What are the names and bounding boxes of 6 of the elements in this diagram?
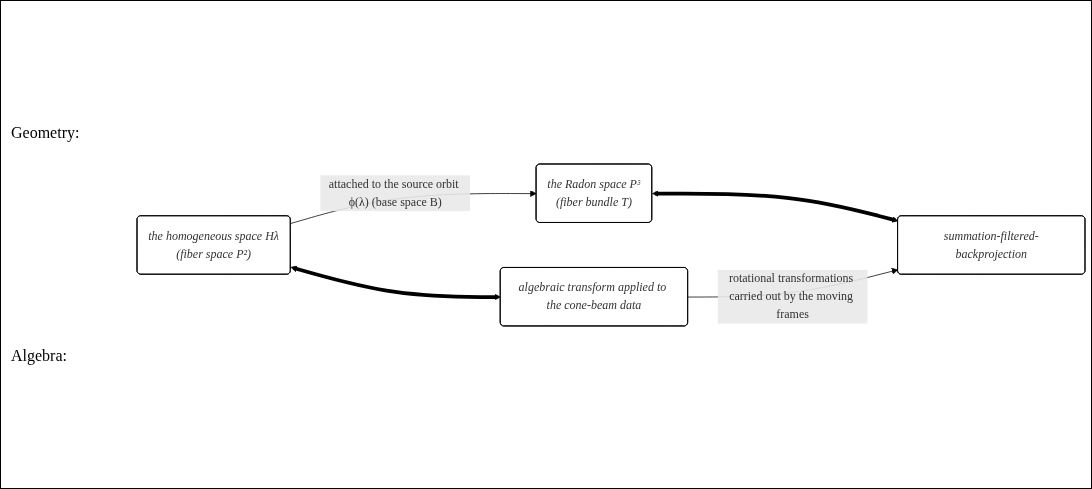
edge-label: rotational transformations carried out by the moving frames <box>728 271 854 321</box>
edge-label: attached to the source orbit ϕ(λ) (base space B) <box>328 177 459 208</box>
row-label: Algebra: <box>11 347 68 366</box>
arrow <box>290 265 501 300</box>
row-label: Geometry: <box>11 123 81 142</box>
arrow <box>652 189 899 223</box>
